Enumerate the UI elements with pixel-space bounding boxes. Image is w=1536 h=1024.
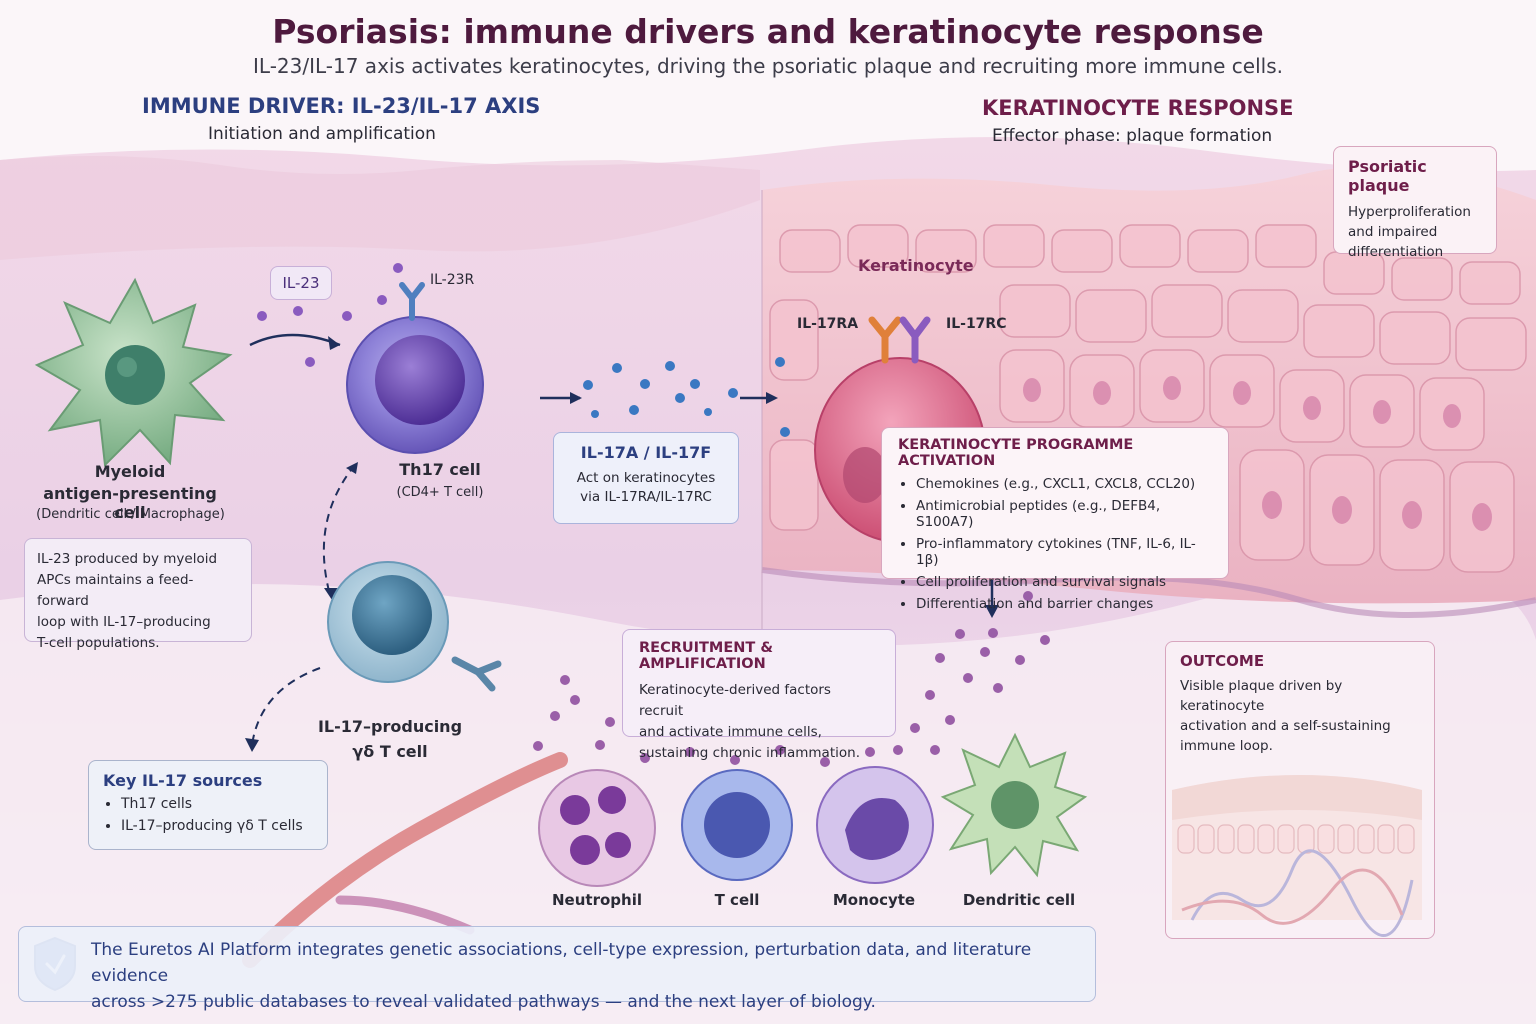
recruited-cell-label-neutrophil: Neutrophil — [552, 891, 642, 909]
recruitment-box-line3: sustaining chronic inflammation. — [639, 745, 860, 761]
programme-item: Differentiation and barrier changes — [916, 596, 1212, 612]
plaque-box: Psoriatic plaque Hyperproliferation and … — [1333, 146, 1497, 260]
gd-t-name-line2: γδ T cell — [352, 742, 428, 761]
apc-note-line2: APCs maintains a feed-forward — [37, 572, 194, 609]
th17-type: (CD4+ T cell) — [396, 485, 484, 500]
apc-note-box: IL-23 produced by myeloid APCs maintains… — [24, 538, 252, 651]
footer-line1: The Euretos AI Platform integrates genet… — [91, 940, 1032, 986]
il17-box-line2: via IL-17RA/IL-17RC — [580, 489, 712, 505]
recruited-cell-label-t-cell: T cell — [714, 891, 760, 909]
recruitment-box-title: RECRUITMENT & AMPLIFICATION — [639, 640, 773, 672]
sources-item: Th17 cells — [121, 796, 313, 812]
plaque-box-line2: and impaired — [1348, 224, 1438, 240]
gd-t-name-line1: IL-17–producing — [317, 717, 463, 736]
apc-type: (Dendritic cell / Macrophage) — [36, 507, 225, 522]
sources-box-title: Key IL-17 sources — [103, 771, 263, 790]
keratinocyte-label: Keratinocyte — [858, 256, 974, 275]
apc-name-line1: Myeloid — [94, 462, 166, 481]
il23r-label: IL-23R — [430, 272, 475, 288]
recruitment-box-line2: and activate immune cells, — [639, 724, 822, 740]
page-subtitle: IL-23/IL-17 axis activates keratinocytes… — [253, 54, 1283, 78]
plaque-box-line1: Hyperproliferation — [1348, 204, 1471, 220]
immune-driver-subheading: Initiation and amplification — [208, 124, 436, 144]
receptor-il17ra-label: IL-17RA — [797, 316, 859, 332]
sources-item: IL-17–producing γδ T cells — [121, 818, 313, 834]
recruitment-box: RECRUITMENT & AMPLIFICATION Keratinocyte… — [622, 629, 896, 761]
programme-item: Antimicrobial peptides (e.g., DEFB4, S10… — [916, 498, 1212, 530]
recruitment-box-line1: Keratinocyte-derived factors recruit — [639, 682, 831, 719]
programme-item: Chemokines (e.g., CXCL1, CXCL8, CCL20) — [916, 476, 1212, 492]
outcome-box-title: OUTCOME — [1180, 652, 1265, 670]
il17-box-line1: Act on keratinocytes — [576, 470, 716, 486]
immune-driver-heading: IMMUNE DRIVER: IL-23/IL-17 AXIS — [142, 94, 541, 118]
apc-note-line3: loop with IL-17–producing — [37, 614, 211, 630]
outcome-box: OUTCOME Visible plaque driven by keratin… — [1165, 641, 1435, 939]
il17-box-title: IL-17A / IL-17F — [580, 443, 712, 462]
sources-box: Key IL-17 sources Th17 cells IL-17–produ… — [88, 760, 328, 850]
footer-line2: across >275 public databases to reveal v… — [91, 992, 876, 1012]
receptor-il17rc-label: IL-17RC — [946, 316, 1007, 332]
programme-item: Cell proliferation and survival signals — [916, 574, 1212, 590]
th17-name: Th17 cell — [399, 460, 481, 479]
apc-note-line1: IL-23 produced by myeloid — [37, 551, 218, 567]
footer-banner: The Euretos AI Platform integrates genet… — [18, 926, 1096, 1012]
page-title: Psoriasis: immune drivers and keratinocy… — [272, 12, 1264, 51]
outcome-box-line1: Visible plaque driven by keratinocyte — [1180, 678, 1343, 714]
programme-item: Pro-inflammatory cytokines (TNF, IL-6, I… — [916, 536, 1212, 568]
programme-box: KERATINOCYTE PROGRAMME ACTIVATION Chemok… — [881, 427, 1229, 612]
il17-box: IL-17A / IL-17F Act on keratinocytes via… — [553, 432, 739, 524]
keratinocyte-response-heading: KERATINOCYTE RESPONSE — [982, 96, 1294, 120]
outcome-box-line2: activation and a self-sustaining — [1180, 718, 1391, 734]
recruited-cell-label-dendritic: Dendritic cell — [962, 891, 1076, 909]
outcome-box-line3: immune loop. — [1180, 738, 1273, 754]
apc-note-line4: T-cell populations. — [37, 635, 160, 651]
recruited-cell-label-monocyte: Monocyte — [832, 891, 916, 909]
il23-tag: IL-23 — [270, 266, 332, 300]
programme-box-title: KERATINOCYTE PROGRAMME ACTIVATION — [898, 437, 1134, 469]
plaque-box-line3: differentiation — [1348, 244, 1444, 260]
plaque-box-title: Psoriatic plaque — [1348, 157, 1427, 195]
apc-name-line2: antigen-presenting cell — [43, 484, 217, 522]
apc-cell — [34, 277, 233, 468]
keratinocyte-response-subheading: Effector phase: plaque formation — [992, 126, 1273, 146]
